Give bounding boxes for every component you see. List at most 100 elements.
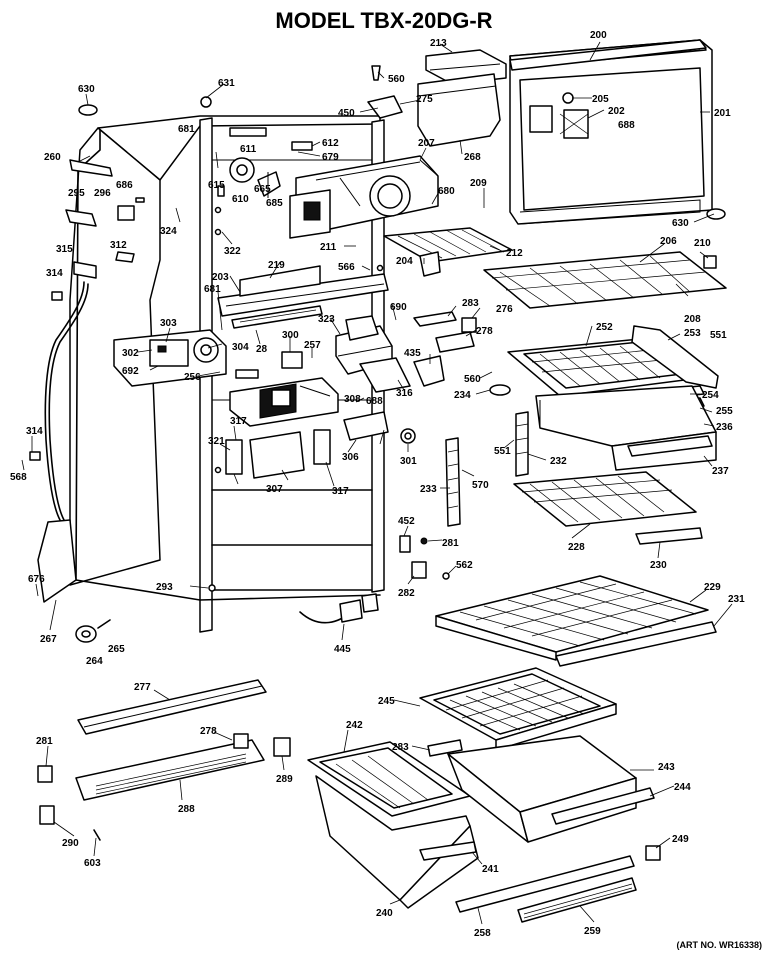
label-283b: 283 (392, 742, 409, 753)
shelf-ladder (515, 411, 529, 477)
shelf-support (631, 325, 719, 389)
label-289: 289 (276, 774, 293, 785)
crisper-cover (419, 667, 617, 751)
door-gasket (509, 39, 707, 71)
label-551a: 551 (710, 330, 727, 341)
label-206: 206 (660, 236, 677, 247)
art-number: (ART NO. WR16338) (676, 940, 762, 950)
label-304: 304 (232, 342, 249, 353)
label-244: 244 (674, 782, 691, 793)
clip-249 (645, 845, 661, 861)
side-panel-267 (37, 519, 77, 603)
label-229: 229 (704, 582, 721, 593)
label-296: 296 (94, 188, 111, 199)
label-688: 688 (618, 120, 635, 131)
label-570: 570 (472, 480, 489, 491)
label-278b: 278 (200, 726, 217, 737)
label-562: 562 (456, 560, 473, 571)
freezer-door (509, 39, 713, 225)
label-323: 323 (318, 314, 335, 325)
label-688b: 688 (366, 396, 383, 407)
label-300: 300 (282, 330, 299, 341)
ice-tray-bracket (367, 65, 403, 119)
label-303: 303 (160, 318, 177, 329)
label-435: 435 (404, 348, 421, 359)
label-681: 681 (178, 124, 195, 135)
label-282: 282 (398, 588, 415, 599)
label-630: 630 (78, 84, 95, 95)
label-314b: 314 (26, 426, 43, 437)
label-241: 241 (482, 864, 499, 875)
label-312: 312 (110, 240, 127, 251)
label-243: 243 (658, 762, 675, 773)
label-203: 203 (212, 272, 229, 283)
label-236: 236 (716, 422, 733, 433)
label-560b: 560 (464, 374, 481, 385)
crisper-drawer-right (447, 735, 655, 843)
control-bracket (217, 265, 389, 329)
label-631: 631 (218, 78, 235, 89)
label-201: 201 (714, 108, 731, 119)
hinge-shield (359, 357, 411, 393)
label-686: 686 (116, 180, 133, 191)
label-204: 204 (396, 256, 413, 267)
label-293: 293 (156, 582, 173, 593)
freezer-shelf (383, 227, 513, 263)
vertical-rail (445, 437, 461, 527)
main-wire-shelf (483, 251, 727, 309)
label-260: 260 (44, 152, 61, 163)
ice-bin (417, 49, 507, 147)
label-690: 690 (390, 302, 407, 313)
label-288: 288 (178, 804, 195, 815)
label-302: 302 (122, 348, 139, 359)
label-630b: 630 (672, 218, 689, 229)
label-242: 242 (346, 720, 363, 731)
label-208: 208 (684, 314, 701, 325)
label-249: 249 (672, 834, 689, 845)
label-445: 445 (334, 644, 351, 655)
label-283a: 283 (462, 298, 479, 309)
drain-tube (29, 281, 89, 521)
label-681b: 681 (204, 284, 221, 295)
label-253: 253 (684, 328, 701, 339)
label-281a: 281 (442, 538, 459, 549)
label-551b: 551 (494, 446, 511, 457)
label-290: 290 (62, 838, 79, 849)
label-210: 210 (694, 238, 711, 249)
label-301: 301 (400, 456, 417, 467)
label-315: 315 (56, 244, 73, 255)
bottom-rails (455, 855, 637, 923)
label-213: 213 (430, 38, 447, 49)
label-281b: 281 (36, 736, 53, 747)
label-245: 245 (378, 696, 395, 707)
label-306: 306 (342, 452, 359, 463)
shelf-229 (435, 575, 717, 667)
label-679: 679 (322, 152, 339, 163)
label-255: 255 (716, 406, 733, 417)
meat-drawer (535, 385, 717, 471)
small-hardware-center (399, 535, 450, 580)
small-parts-top-left (65, 96, 212, 279)
label-612: 612 (322, 138, 339, 149)
label-267: 267 (40, 634, 57, 645)
label-615: 615 (208, 180, 225, 191)
label-324: 324 (160, 226, 177, 237)
label-276: 276 (496, 304, 513, 315)
label-610: 610 (232, 194, 249, 205)
label-450: 450 (338, 108, 355, 119)
light-shield (343, 411, 389, 441)
label-240: 240 (376, 908, 393, 919)
hinge-pin-630 (706, 208, 726, 220)
label-212: 212 (506, 248, 523, 259)
label-314a: 314 (46, 268, 63, 279)
label-611: 611 (240, 144, 257, 155)
label-219: 219 (268, 260, 285, 271)
label-258: 258 (474, 928, 491, 939)
label-566: 566 (338, 262, 355, 273)
label-308: 308 (344, 394, 361, 405)
label-211: 211 (320, 242, 337, 253)
label-234: 234 (454, 390, 471, 401)
label-207: 207 (418, 138, 435, 149)
label-321: 321 (208, 436, 225, 447)
